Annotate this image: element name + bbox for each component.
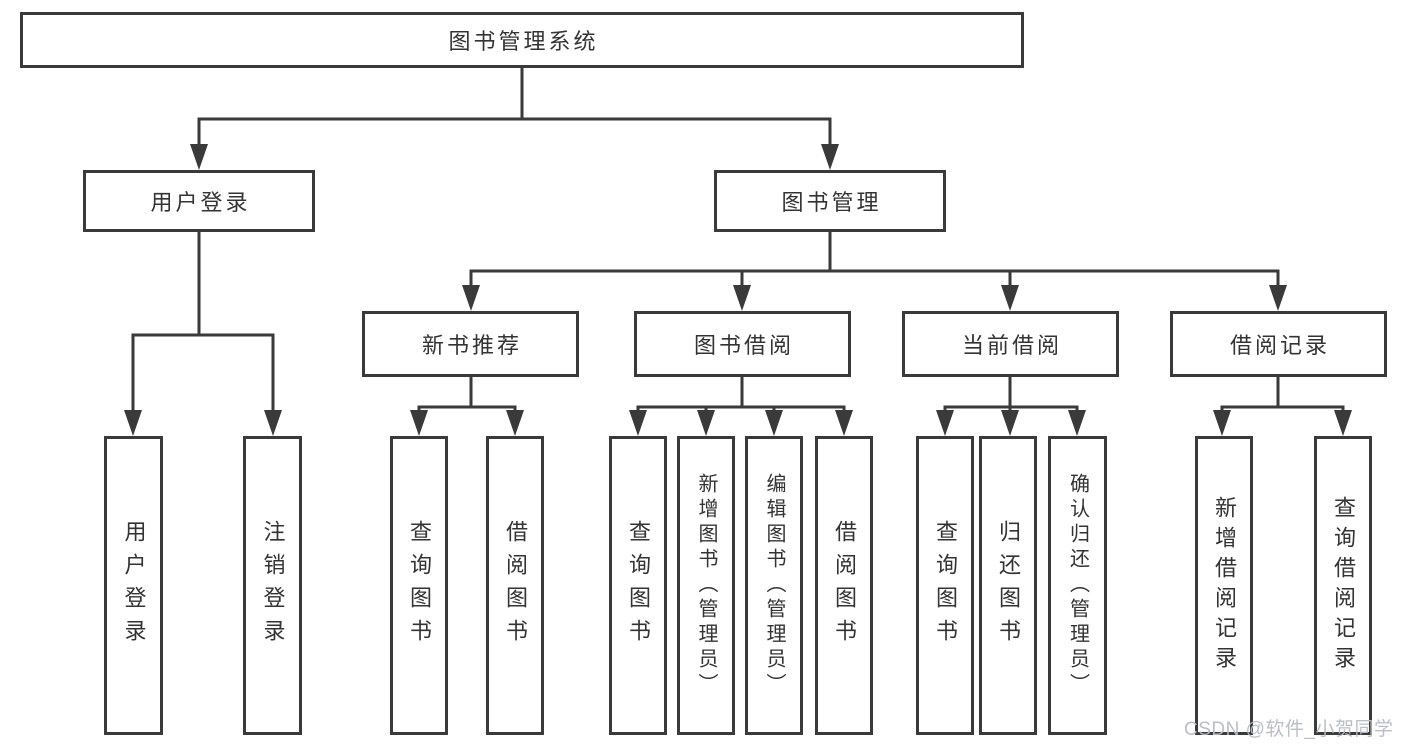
node-borrowing-records: 借阅记录	[1170, 311, 1387, 377]
csdn-watermark: CSDN @软件_小贺同学	[1184, 719, 1394, 740]
leaf-borrow-books-recommend-label: 借阅图书	[503, 519, 528, 652]
leaf-borrow-books-recommend: 借阅图书	[486, 436, 544, 735]
leaf-add-borrow-record-label: 新增借阅记录	[1212, 495, 1237, 676]
node-book-management-label: 图书管理	[781, 190, 882, 215]
leaf-query-borrow-record: 查询借阅记录	[1314, 436, 1372, 735]
leaf-user-login: 用户登录	[104, 436, 163, 735]
node-book-management: 图书管理	[714, 170, 946, 232]
node-current-borrowing-label: 当前借阅	[961, 333, 1062, 358]
leaf-edit-books-admin: 编辑图书（管理员）	[745, 436, 803, 735]
node-book-borrowing-label: 图书借阅	[693, 333, 794, 358]
node-current-borrowing: 当前借阅	[902, 311, 1119, 377]
leaf-query-books-borrowing-label: 查询图书	[626, 519, 651, 652]
leaf-query-books-current-label: 查询图书	[933, 519, 958, 652]
node-root: 图书管理系统	[20, 12, 1024, 68]
leaf-add-books-admin-label: 新增图书（管理员）	[695, 473, 717, 698]
leaf-confirm-return-admin-label: 确认归还（管理员）	[1066, 473, 1089, 698]
leaf-confirm-return-admin: 确认归还（管理员）	[1048, 436, 1107, 735]
leaf-query-books-borrowing: 查询图书	[609, 436, 667, 735]
leaf-add-borrow-record: 新增借阅记录	[1195, 436, 1253, 735]
leaf-query-borrow-record-label: 查询借阅记录	[1331, 495, 1356, 676]
arrowheads	[124, 144, 1352, 436]
node-book-borrowing: 图书借阅	[634, 311, 851, 377]
leaf-return-books: 归还图书	[979, 436, 1037, 735]
leaf-borrow-books-label: 借阅图书	[832, 519, 857, 652]
node-new-book-recommendation: 新书推荐	[362, 311, 579, 377]
leaf-logout: 注销登录	[243, 436, 302, 735]
leaf-borrow-books: 借阅图书	[815, 436, 873, 735]
leaf-query-books-recommend: 查询图书	[390, 436, 448, 735]
leaf-query-books-current: 查询图书	[916, 436, 974, 735]
leaf-user-login-label: 用户登录	[121, 519, 147, 652]
leaf-query-books-recommend-label: 查询图书	[407, 519, 432, 652]
leaf-return-books-label: 归还图书	[996, 519, 1021, 652]
node-borrowing-records-label: 借阅记录	[1229, 333, 1330, 358]
node-new-book-recommendation-label: 新书推荐	[421, 333, 522, 358]
node-user-login-branch-label: 用户登录	[150, 190, 251, 215]
leaf-logout-label: 注销登录	[260, 519, 286, 652]
leaf-edit-books-admin-label: 编辑图书（管理员）	[763, 473, 785, 698]
leaf-add-books-admin: 新增图书（管理员）	[677, 436, 735, 735]
node-user-login-branch: 用户登录	[83, 170, 315, 232]
node-root-label: 图书管理系统	[448, 29, 599, 54]
